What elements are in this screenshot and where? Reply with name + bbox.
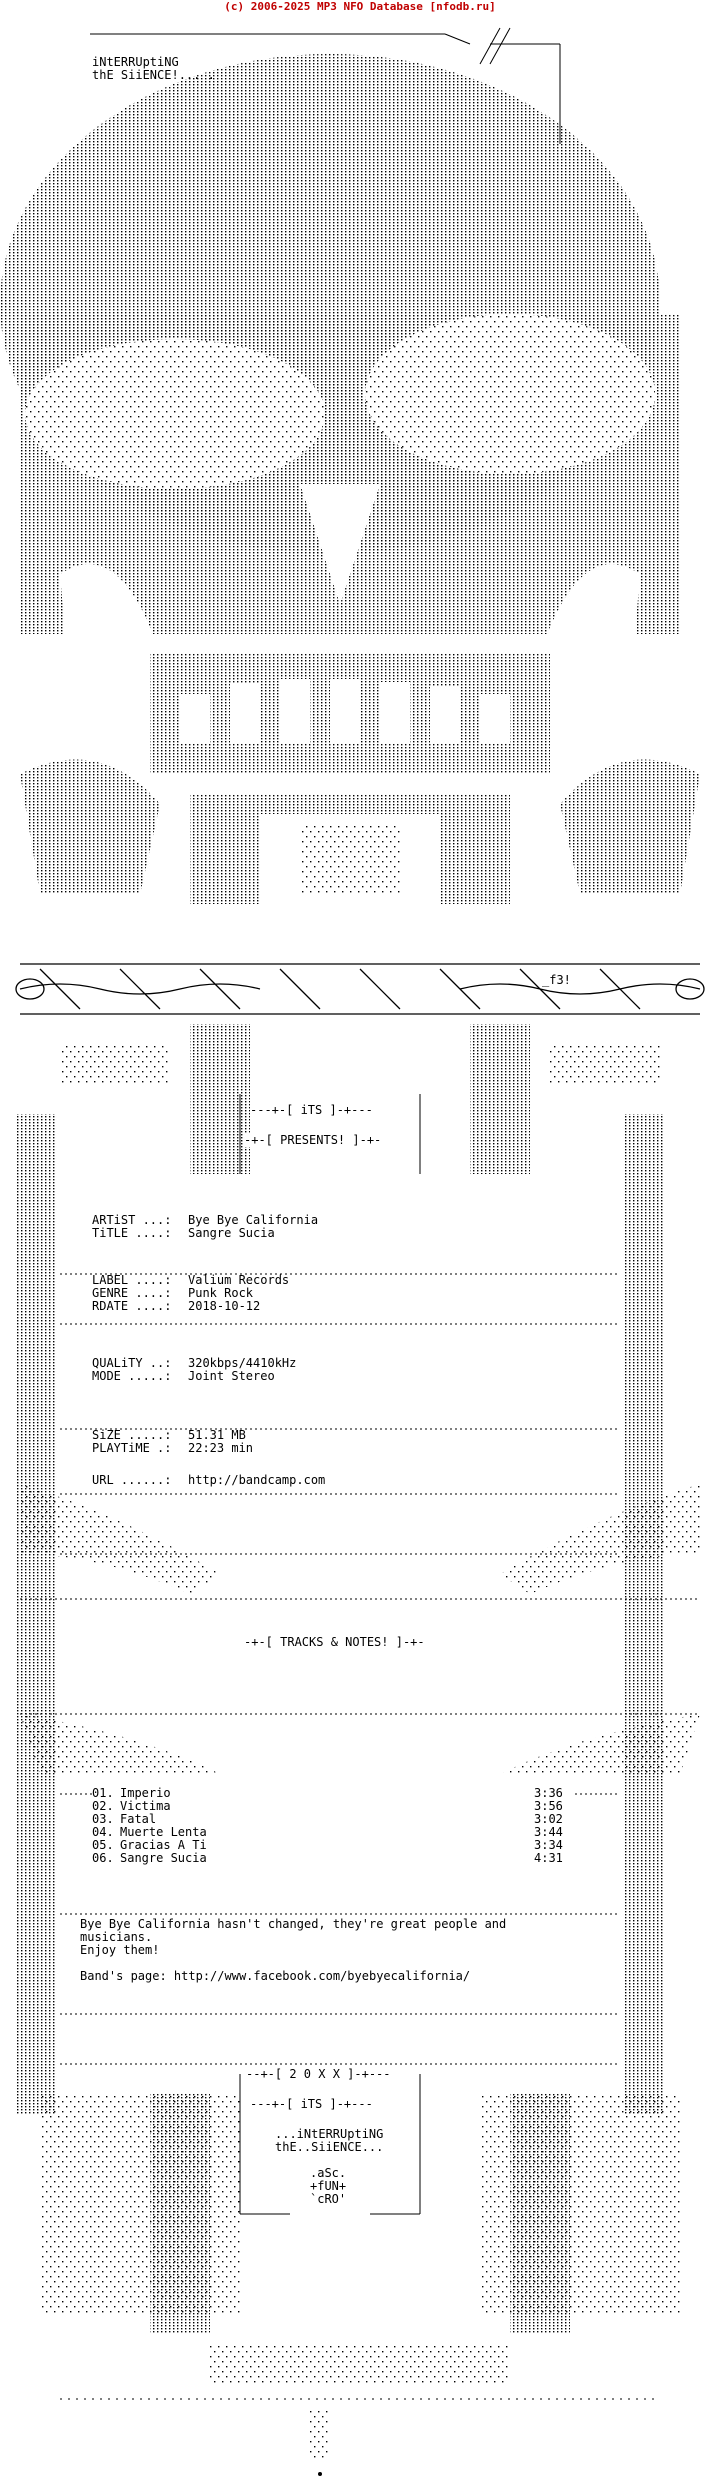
footer-ornament: [40, 2094, 680, 2476]
band-page-link[interactable]: Band's page: http://www.facebook.com/bye…: [80, 1969, 471, 1983]
logo-band: [15, 963, 705, 1015]
footer-year: --+-[ 2 0 X X ]-+---: [246, 2067, 391, 2081]
presents-label: -+-[ PRESENTS! ]-+-: [244, 1133, 382, 1147]
quality-key: QUALiTY ..:: [92, 1356, 172, 1370]
track-4-time: 3:44: [534, 1825, 563, 1839]
track-1-time: 3:36: [534, 1786, 563, 1800]
genre-key: GENRE ....:: [92, 1286, 172, 1300]
side-ornaments: [20, 1484, 700, 1774]
mode-key: MODE .....:: [92, 1369, 172, 1383]
track-6-num: 06.: [92, 1851, 114, 1865]
footer-line-1: ...iNtERRUptiNG: [275, 2127, 384, 2141]
title-value: Sangre Sucia: [188, 1226, 275, 1240]
rdate-key: RDATE ....:: [92, 1299, 172, 1313]
banner-line-2: thE SiiENCE!... .: [92, 68, 215, 82]
size-value: 51.31 MB: [188, 1428, 246, 1442]
url-key: URL ......:: [92, 1473, 172, 1487]
size-key: SiZE .....:: [92, 1428, 172, 1442]
signature-fun: +fUN+: [310, 2179, 347, 2193]
banner-line-1: iNtERRUptiNG: [92, 55, 179, 69]
track-5-time: 3:34: [534, 1838, 563, 1852]
artist-key: ARTiST ...:: [92, 1213, 172, 1227]
title-key: TiTLE ....:: [92, 1226, 172, 1240]
genre-value: Punk Rock: [188, 1286, 254, 1300]
track-3-num: 03.: [92, 1812, 114, 1826]
tracks-header: -+-[ TRACKS & NOTES! ]-+-: [244, 1635, 425, 1649]
quality-value: 320kbps/4410kHz: [188, 1356, 297, 1370]
copyright-header: (c) 2006-2025 MP3 NFO Database [nfodb.ru…: [224, 0, 496, 13]
notes-line-3: Enjoy them!: [80, 1943, 160, 1957]
release-notes: Bye Bye California hasn't changed, they'…: [80, 1918, 620, 1988]
footer-line-2: thE..SiiENCE...: [275, 2140, 384, 2154]
track-1-name: Imperio: [120, 1786, 171, 1800]
ascii-skull-art: [0, 27, 705, 2476]
track-3-name: Fatal: [120, 1812, 157, 1826]
skull-cranium: [0, 54, 680, 699]
skull-jaw: [20, 654, 700, 904]
banner-frame: [90, 27, 561, 144]
logo-tag: _f3!: [542, 973, 571, 987]
neck-pillars: [60, 1024, 660, 1174]
signature-asc: .aSc.: [310, 2166, 347, 2180]
track-6-time: 4:31: [534, 1851, 563, 1865]
rdate-value: 2018-10-12: [188, 1299, 261, 1313]
track-6-name: Sangre Sucia: [120, 1851, 207, 1865]
track-5-num: 05.: [92, 1838, 114, 1852]
track-4-num: 04.: [92, 1825, 114, 1839]
footer-box: [239, 2074, 421, 2215]
label-value: Valium Records: [188, 1273, 290, 1287]
track-2-name: Victima: [120, 1799, 171, 1813]
track-2-time: 3:56: [534, 1799, 563, 1813]
track-4-name: Muerte Lenta: [120, 1825, 207, 1839]
track-1-num: 01.: [92, 1786, 114, 1800]
url-value[interactable]: http://bandcamp.com: [188, 1473, 326, 1487]
presents-group: ---+-[ iTS ]-+---: [250, 1103, 373, 1117]
footer-group: ---+-[ iTS ]-+---: [250, 2097, 373, 2111]
signature-cro: `cRO': [310, 2192, 347, 2206]
presents-frame: [239, 1094, 421, 1174]
info-box: [16, 1114, 664, 2114]
notes-line-1: Bye Bye California hasn't changed, they'…: [80, 1917, 507, 1931]
artist-value: Bye Bye California: [188, 1213, 319, 1227]
track-list: 01. Imperio 3:36 02. Victima 3:56 03. Fa…: [92, 1787, 572, 1867]
track-2-num: 02.: [92, 1799, 114, 1813]
track-5-name: Gracias A Ti: [120, 1838, 207, 1852]
notes-line-2: musicians.: [80, 1930, 153, 1944]
playtime-key: PLAYTiME .:: [92, 1441, 172, 1455]
playtime-value: 22:23 min: [188, 1441, 254, 1455]
label-key: LABEL ....:: [92, 1273, 172, 1287]
mode-value: Joint Stereo: [188, 1369, 275, 1383]
track-3-time: 3:02: [534, 1812, 563, 1826]
